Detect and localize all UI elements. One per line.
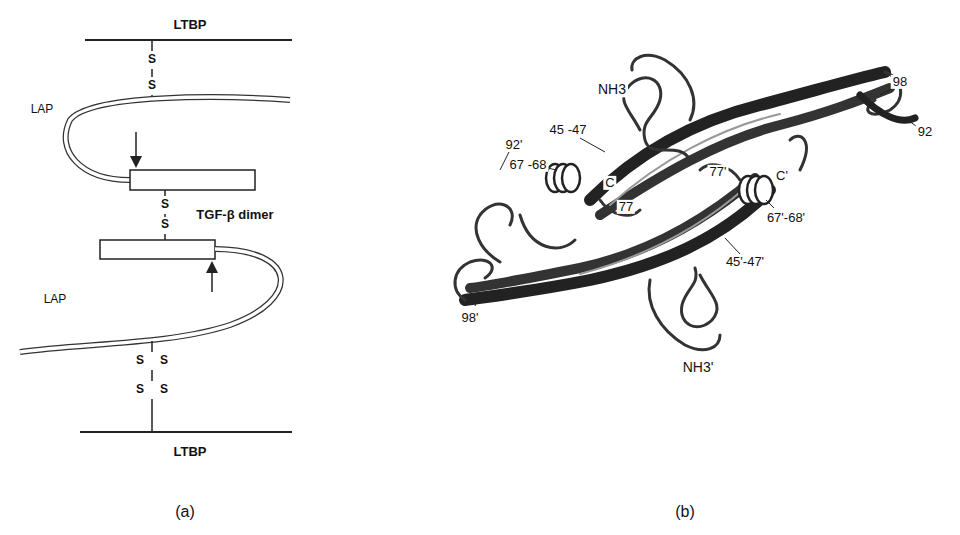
protein-label: LTBP — [172, 445, 209, 459]
residue-label: 98 — [891, 75, 909, 89]
sulfur-atom: S — [146, 79, 158, 92]
panel-caption: (a) — [173, 503, 197, 521]
sulfur-atom: S — [134, 354, 146, 367]
protein-label: TGF-β dimer — [194, 208, 275, 222]
protein-label: LAP — [42, 293, 69, 306]
sulfur-atom: S — [159, 218, 171, 231]
residue-label: 77 — [617, 200, 635, 214]
sulfur-atom: S — [158, 354, 170, 367]
residue-label: 67'-68' — [765, 211, 807, 225]
panel-caption: (b) — [673, 503, 697, 521]
protein-label: LTBP — [172, 18, 209, 32]
terminus-label: C' — [774, 169, 790, 183]
terminus-label: NH3 — [596, 82, 628, 97]
residue-label: 77' — [708, 165, 729, 179]
sulfur-atom: S — [134, 383, 146, 396]
terminus-label: C — [603, 176, 616, 190]
sulfur-atom: S — [159, 198, 171, 211]
residue-label: 92' — [504, 138, 525, 152]
residue-label: 45'-47' — [724, 255, 766, 269]
residue-label: 67 -68 — [508, 158, 549, 172]
residue-label: 92 — [916, 125, 934, 139]
terminus-label: NH3' — [681, 360, 716, 375]
residue-label: 98' — [460, 311, 481, 325]
residue-label: 45 -47 — [548, 123, 589, 137]
protein-label: LAP — [29, 103, 56, 116]
sulfur-atom: S — [146, 53, 158, 66]
sulfur-atom: S — [158, 383, 170, 396]
